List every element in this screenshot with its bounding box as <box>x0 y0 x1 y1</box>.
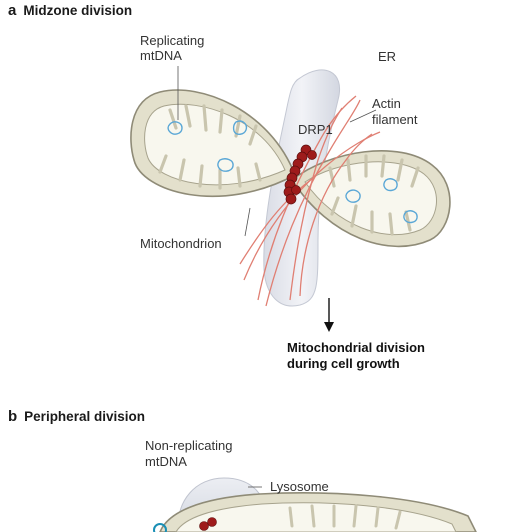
mitochondrion-b <box>153 492 477 532</box>
panel-b-title-text: Peripheral division <box>24 409 145 424</box>
label-er: ER <box>378 49 397 64</box>
replicating-mtdna-left <box>167 120 248 172</box>
actin-filaments <box>239 95 381 307</box>
panel-a-title-text: Midzone division <box>23 3 133 18</box>
label-replicating-mtdna-1: Replicating <box>140 33 205 48</box>
outcome-text: Mitochondrial division during cell growt… <box>287 340 425 371</box>
mitochondrion-right-lobe <box>290 150 451 248</box>
label-replicating-mtdna-2: mtDNA <box>140 48 182 63</box>
panel-b-letter: b <box>8 408 18 425</box>
panel-b-title: b Peripheral division <box>8 409 145 425</box>
label-mitochondrion: Mitochondrion <box>140 236 222 251</box>
mitochondrion-left-lobe <box>130 89 297 198</box>
label-nonreplicating-1: Non-replicating <box>145 438 233 453</box>
panel-a-letter: a <box>8 2 17 19</box>
cristae-left <box>158 104 262 190</box>
label-actin-1: Actin <box>372 96 401 111</box>
label-lysosome: Lysosome <box>270 479 329 494</box>
cristae-right <box>328 154 420 236</box>
label-actin-2: filament <box>372 112 418 127</box>
label-nonreplicating-2: mtDNA <box>145 454 187 469</box>
drp1-ring <box>283 144 317 205</box>
panel-a-title: a Midzone division <box>8 3 132 19</box>
leader-lines <box>177 66 377 237</box>
label-drp1: DRP1 <box>298 122 333 137</box>
division-arrow <box>324 298 334 332</box>
replicating-mtdna-right <box>345 178 418 224</box>
